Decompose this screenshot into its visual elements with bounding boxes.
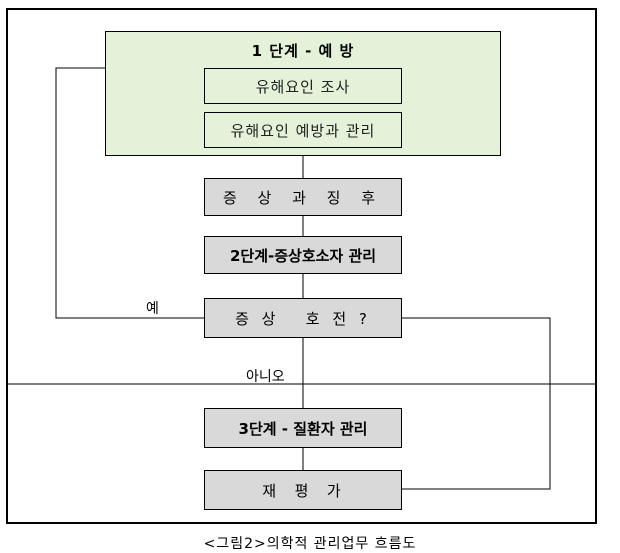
yes-label: 예	[146, 301, 159, 317]
stage3-box: 3단계 - 질환자 관리	[204, 408, 402, 448]
decision-box: 증 상 호 전 ?	[204, 298, 402, 338]
figure-caption: <그림2>의학적 관리업무 흐름도	[203, 536, 417, 552]
symptoms-signs-box: 증 상 과 징 후	[204, 178, 402, 216]
yes-loop-line	[55, 67, 204, 319]
stage1-title: 1 단계 - 예 방	[251, 42, 355, 60]
reassess-box: 재 평 가	[204, 470, 402, 510]
hazard-prevention-box: 유해요인 예방과 관리	[204, 112, 402, 148]
hazard-survey-box: 유해요인 조사	[204, 68, 402, 104]
diagram-frame	[6, 8, 597, 524]
reassess-feedback-line	[402, 317, 551, 490]
stage2-box: 2단계-증상호소자 관리	[204, 236, 402, 274]
no-label: 아니오	[246, 369, 285, 385]
